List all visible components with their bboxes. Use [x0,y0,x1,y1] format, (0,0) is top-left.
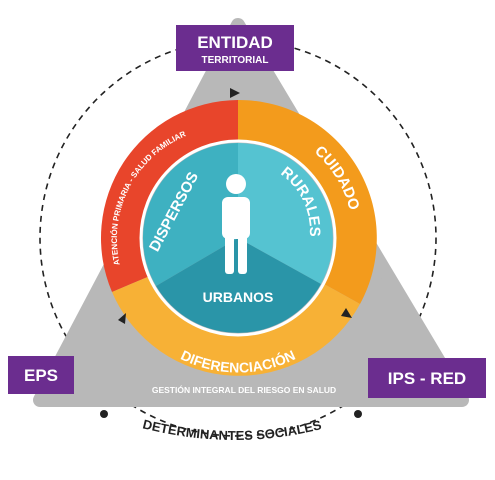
ring-sector-differentiation [112,276,360,376]
arrow-head-icon [230,88,240,98]
node-entidad-territorial: ENTIDAD TERRITORIAL [176,25,294,71]
inner-sector-urbanos [156,238,321,333]
risk-management-label: GESTIÓN INTEGRAL DEL RIESGO EN SALUD [152,384,336,395]
arrow-head-icon [341,308,352,318]
svg-text:EPS: EPS [24,366,58,385]
ring-sector-care [238,99,377,304]
urbanos-label: URBANOS [203,289,274,305]
dot-left [100,410,108,418]
dot-right [354,410,362,418]
svg-text:TERRITORIAL: TERRITORIAL [201,55,268,66]
node-ips-red: IPS - RED [368,358,486,398]
inner-sector-dispersos [142,143,238,286]
inner-sector-rurales [238,143,333,284]
svg-text:IPS - RED: IPS - RED [388,369,466,388]
node-eps: EPS [8,356,74,394]
outer-dashed-circle [39,39,437,437]
social-determinants-label: DETERMINANTES SOCIALES [141,416,323,443]
svg-text:ENTIDAD: ENTIDAD [197,33,273,52]
arrow-head-icon [118,313,126,324]
person-icon [222,174,250,274]
